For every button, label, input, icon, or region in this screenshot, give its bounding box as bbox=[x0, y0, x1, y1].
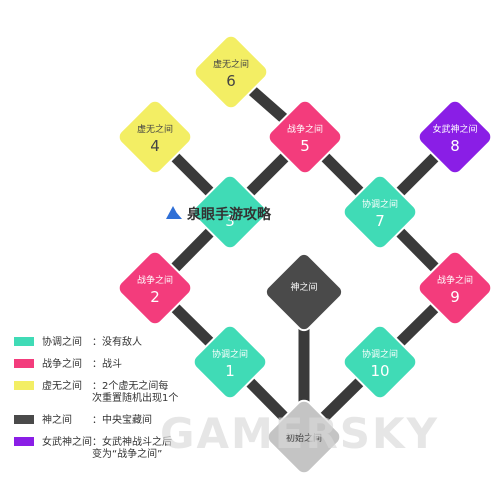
room-number: 8 bbox=[450, 137, 460, 155]
room-node-battle-5[interactable]: 战争之间 5 bbox=[265, 97, 344, 176]
room-number: 1 bbox=[225, 362, 235, 380]
room-name: 战争之间 bbox=[137, 274, 173, 286]
legend-swatch bbox=[14, 381, 34, 390]
room-number: 7 bbox=[375, 212, 385, 230]
legend-description: 次重置随机出现1个 bbox=[92, 391, 178, 404]
room-node-void-4[interactable]: 虚无之间 4 bbox=[115, 97, 194, 176]
room-battle-diamond bbox=[267, 99, 343, 175]
room-nodes: 虚无之间 6 虚无之间 4 战争之间 5 女武神之间 8 3 协调之间 7 战争之间 2 神之间 战争之间 9… bbox=[115, 32, 494, 476]
room-name: 协调之间 bbox=[362, 348, 398, 360]
legend-label: 虚无之间 bbox=[42, 379, 82, 392]
legend-label: 协调之间 bbox=[42, 335, 82, 348]
room-node-harmony-7[interactable]: 协调之间 7 bbox=[340, 172, 419, 251]
legend-description: 变为“战争之间” bbox=[92, 447, 162, 460]
room-harmony-diamond bbox=[342, 174, 418, 250]
legend-description: ：中央宝藏间 bbox=[92, 413, 152, 426]
room-node-start[interactable]: 初始之间 bbox=[264, 397, 343, 476]
room-node-void-6[interactable]: 虚无之间 6 bbox=[191, 32, 270, 111]
legend-description: ：战斗 bbox=[92, 358, 122, 370]
legend-description: ：没有敌人 bbox=[92, 335, 142, 348]
room-number: 3 bbox=[225, 212, 235, 230]
room-name: 协调之间 bbox=[212, 348, 248, 360]
room-node-god-room[interactable]: 神之间 bbox=[263, 251, 345, 333]
room-number: 9 bbox=[450, 288, 460, 306]
room-void-diamond bbox=[117, 99, 193, 175]
room-name: 协调之间 bbox=[362, 198, 398, 210]
room-node-battle-9[interactable]: 战争之间 9 bbox=[415, 248, 494, 327]
room-harmony-diamond bbox=[192, 324, 268, 400]
room-number: 6 bbox=[226, 72, 236, 90]
room-name: 战争之间 bbox=[287, 123, 323, 135]
logo-text: 泉眼手游攻略 bbox=[187, 206, 272, 223]
room-name: 女武神之间 bbox=[432, 123, 477, 135]
legend-item-god: 神之间 ：中央宝藏间 bbox=[14, 413, 152, 426]
legend-label: 战争之间 bbox=[42, 357, 82, 370]
room-valkyrie-diamond bbox=[417, 99, 493, 175]
room-node-harmony-10[interactable]: 协调之间 10 bbox=[340, 322, 419, 401]
room-void-diamond bbox=[193, 34, 269, 110]
room-start-diamond bbox=[266, 399, 342, 475]
legend-label: 神之间 bbox=[42, 413, 72, 426]
logo-icon bbox=[166, 206, 182, 219]
site-logo: 泉眼手游攻略 bbox=[166, 206, 272, 223]
room-number: 5 bbox=[300, 137, 310, 155]
room-node-harmony-1[interactable]: 协调之间 1 bbox=[190, 322, 269, 401]
room-name: 战争之间 bbox=[437, 274, 473, 286]
room-node-harmony-3[interactable]: 3 bbox=[190, 172, 269, 251]
room-battle-diamond bbox=[117, 250, 193, 326]
room-name: 神之间 bbox=[290, 281, 317, 293]
room-name: 初始之间 bbox=[286, 432, 322, 444]
room-node-battle-2[interactable]: 战争之间 2 bbox=[115, 248, 194, 327]
legend-item-battle: 战争之间 ：战斗 bbox=[14, 357, 122, 370]
room-harmony-diamond bbox=[342, 324, 418, 400]
room-god-diamond bbox=[264, 252, 344, 332]
room-number: 2 bbox=[150, 288, 160, 306]
legend-swatch bbox=[14, 337, 34, 346]
room-name: 虚无之间 bbox=[137, 123, 173, 135]
legend-description: ：2个虚无之间每 bbox=[92, 379, 168, 392]
legend-description: ：女武神战斗之后 bbox=[92, 435, 172, 448]
legend-item-harmony: 协调之间 ：没有敌人 bbox=[14, 335, 142, 348]
room-harmony-diamond bbox=[192, 174, 268, 250]
room-battle-diamond bbox=[417, 250, 493, 326]
legend-swatch bbox=[14, 359, 34, 368]
room-name: 虚无之间 bbox=[213, 58, 249, 70]
watermark: GAMERSKY bbox=[160, 409, 439, 458]
room-number: 10 bbox=[370, 362, 389, 380]
legend-swatch bbox=[14, 437, 34, 446]
legend-swatch bbox=[14, 415, 34, 424]
room-number: 4 bbox=[150, 137, 160, 155]
room-node-valkyrie-8[interactable]: 女武神之间 8 bbox=[415, 97, 494, 176]
legend-label: 女武神之间 bbox=[42, 435, 92, 448]
